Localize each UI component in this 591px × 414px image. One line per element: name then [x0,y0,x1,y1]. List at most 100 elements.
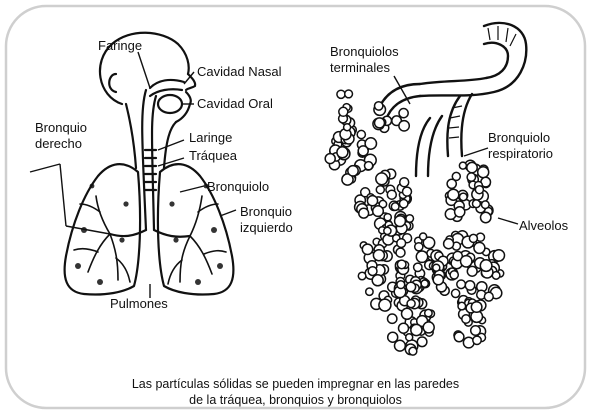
label-bronquiolo-respiratorio-line2: respiratorio [488,146,553,161]
label-laringe: Laringe [189,130,232,145]
alveolus-sac [459,162,466,169]
alveolus-sac [475,186,483,194]
alveolus-sac [359,208,369,218]
label-bronquio-izquierdo-line2: izquierdo [240,220,293,235]
alveolus-sac [388,314,397,323]
alveolus-sac [397,260,406,269]
alveolus-sac [406,215,414,223]
alveolus-sac [461,256,472,267]
alveolus-sac [457,280,466,289]
caption-line-1: Las partículas sólidas se pueden impregn… [40,377,551,392]
alveolus-sac [362,244,372,254]
alveolus-sac [433,264,440,271]
label-bronquiolos-terminales-line1: Bronquiolos [330,44,399,59]
alveolus-sac [396,248,405,257]
alveolus-sac [391,203,399,211]
alveolus-sac [368,267,377,276]
alveolus-sac [425,309,432,316]
alveolus-sac [399,121,409,131]
alveolus-sac [384,227,391,234]
alveolus-sac [365,162,373,170]
label-bronquio-derecho-line1: Bronquio [35,120,87,135]
alveolus-sac [348,166,358,176]
alveolus-sac [454,332,464,342]
alveolus-sac [481,212,491,222]
label-bronquio-izquierdo-line1: Bronquio [240,204,292,219]
alveolus-sac [460,193,468,201]
alveolus-sac [395,340,406,351]
alveolus-sac [406,282,415,291]
label-alveolos: Alveolos [519,218,568,233]
alveolus-sac [373,206,384,217]
alveolus-sac [375,102,383,110]
alveolus-sac [372,275,383,286]
alveolus-sac [357,130,365,138]
alveolus-sac [474,242,485,253]
alveolus-sac [469,234,477,242]
alveolus-sac [471,302,482,313]
label-bronquiolos-terminales-line2: terminales [330,60,390,75]
alveolus-sac [399,323,409,333]
alveolus-sac [366,288,373,295]
alveolus-sac [448,189,459,200]
label-cavidad-nasal: Cavidad Nasal [197,64,282,79]
alveolus-sac [455,207,465,217]
alveolus-sac [465,281,474,290]
label-faringe: Faringe [98,38,142,53]
alveolus-sac [447,179,456,188]
alveolus-sac [478,167,489,178]
alveolus-sac [325,154,335,164]
alveolus-sac [415,243,423,251]
alveolus-sac [480,260,492,272]
alveolus-sac [376,186,384,194]
alveolus-sac [402,308,413,319]
alveolus-sac [344,124,351,131]
alveolus-sac [467,162,477,172]
alveolus-sac [462,315,470,323]
alveolus-sac [388,332,398,342]
alveolus-sac [423,322,434,333]
alveolus-sac [403,187,412,196]
alveolus-sac [420,233,427,240]
alveolus-sac [484,292,493,301]
label-pulmones: Pulmones [110,296,168,311]
alveolus-sac [358,272,366,280]
alveolus-sac [450,271,458,279]
alveolus-sac [444,239,454,249]
alveolus-sac [400,200,408,208]
label-bronquiolo-respiratorio-line1: Bronquiolo [488,130,550,145]
caption-line-2: de la tráquea, bronquios y bronquiolos [40,393,551,408]
alveolus-sac [452,289,460,297]
alveolus-sac [407,300,415,308]
alveolus-sac [409,347,417,355]
alveolus-sac [379,299,391,311]
alveolus-sac [375,118,385,128]
alveolus-sac [400,178,409,187]
alveolus-sac [482,201,490,209]
alveolus-sac [373,250,384,261]
alveolus-sac [339,107,348,116]
alveolus-sac [399,109,408,118]
alveolus-sac [473,336,481,344]
alveolus-sac [416,251,427,262]
alveolus-sac [417,337,427,347]
alveolus-sac [421,280,428,287]
alveolus-sac [358,146,368,156]
alveolus-sac [337,90,345,98]
alveolus-sac [414,263,422,271]
alveolus-sac [345,90,353,98]
alveolus-sac [337,147,348,158]
alveolus-sac [367,196,377,206]
label-cavidad-oral: Cavidad Oral [197,96,273,111]
label-bronquio-derecho-line2: derecho [35,136,82,151]
alveolus-sac [376,173,388,185]
alveolus-sac [493,250,504,261]
alveolus-sac [458,302,466,310]
alveolus-sac [467,266,477,276]
alveolus-sac [387,190,396,199]
alveolus-sac [411,324,422,335]
alveolus-sac [406,334,413,341]
alveolus-sac [395,216,406,227]
